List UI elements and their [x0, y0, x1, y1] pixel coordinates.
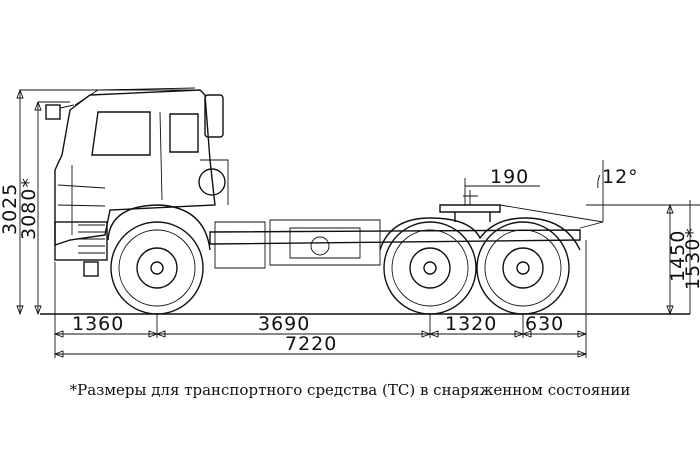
dim-coupling-height-loaded: 1530*	[682, 227, 700, 290]
dim-rear-overhang: 630	[525, 313, 564, 335]
ramp-angle-marker	[597, 160, 604, 222]
front-wheel	[110, 221, 204, 315]
dim-height-max: 3080*	[18, 177, 40, 240]
horizontal-dimensions	[53, 178, 588, 358]
truck-dimension-drawing: 1360 3690 1320 630 7220 190 12° 3025 308…	[0, 87, 700, 358]
truck-outline	[45, 87, 604, 277]
dim-height-cab: 3025	[0, 183, 21, 235]
dim-overall-length: 7220	[285, 333, 337, 355]
dim-wheelbase: 3690	[258, 313, 310, 335]
dim-front-overhang: 1360	[72, 313, 124, 335]
footnote: *Размеры для транспортного средства (ТС)…	[69, 381, 631, 399]
dim-tandem-spacing: 1320	[445, 313, 497, 335]
dim-coupling-height: 1450	[667, 230, 689, 282]
dim-fifth-wheel-offset: 190	[490, 166, 529, 188]
rear-wheel-1	[383, 221, 477, 315]
dim-ramp-angle: 12°	[602, 166, 639, 188]
rear-wheel-2	[476, 221, 570, 315]
vertical-dimensions	[16, 88, 700, 316]
